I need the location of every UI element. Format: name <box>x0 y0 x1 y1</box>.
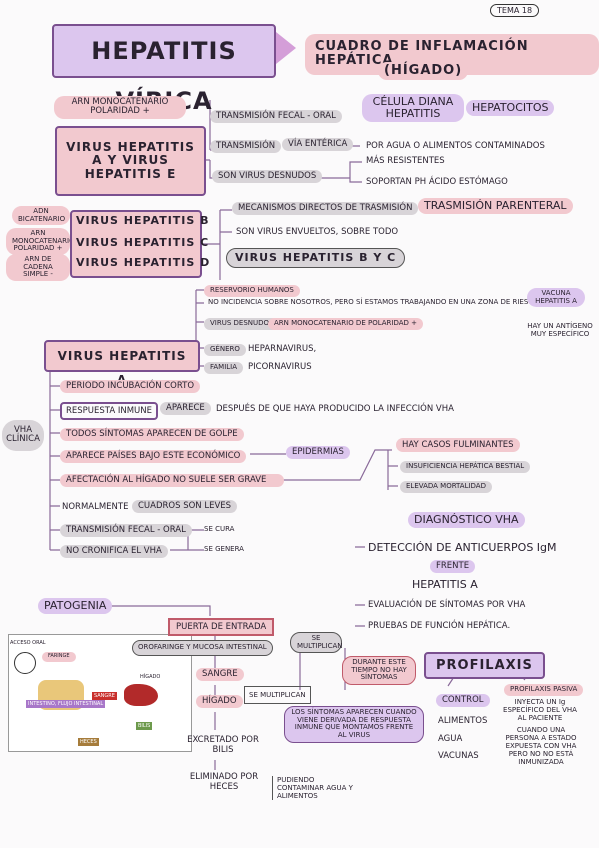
genero: GÉNERO <box>204 344 246 356</box>
inyecta: INYECTA UN Ig ESPECÍFICO DEL VHA AL PACI… <box>503 698 577 722</box>
mortalidad: ELEVADA MORTALIDAD <box>400 481 492 493</box>
se-genera: SE GENERA <box>204 545 244 553</box>
picornavirus: PICORNAVIRUS <box>248 362 312 372</box>
diag-heces: HECES <box>78 738 99 746</box>
virus-desnudos-a: VIRUS DESNUDOS <box>204 318 280 330</box>
diagnostico-vha: DIAGNÓSTICO VHA <box>408 512 525 529</box>
title-arrow <box>276 32 296 64</box>
virus-a-box: VIRUS HEPATITIS A <box>44 340 200 387</box>
aparece: APARECE <box>160 402 211 416</box>
se-cura: SE CURA <box>204 525 235 533</box>
trans-fecal-oral-2: TRANSMISIÓN FECAL - ORAL <box>60 524 192 538</box>
puerta-entrada: PUERTA DE ENTRADA <box>168 618 275 636</box>
head-outline <box>14 652 36 674</box>
arn-cadena-simple: ARN DE CADENA SIMPLE - <box>6 254 70 282</box>
virus-envueltos: SON VIRUS ENVUELTOS, SOBRE TODO <box>236 227 399 237</box>
virus-desnudos: SON VIRUS DESNUDOS <box>212 170 323 184</box>
antigeno: HAY UN ANTÍGENO MUY ESPECÍFICO <box>527 322 593 338</box>
adn-bicatenario: ADN BICATENARIO <box>12 206 70 226</box>
celula-diana: CÉLULA DIANA HEPATITIS <box>362 94 464 123</box>
sangre-step: SANGRE <box>196 668 244 682</box>
control-vacunas: VACUNAS <box>438 751 479 761</box>
fulminantes-prefix: HAY CASOS FULMINANTES <box>396 438 520 452</box>
heparnavirus: HEPARNAVIRUS, <box>248 344 317 354</box>
insuficiencia: INSUFICIENCIA HEPÁTICA BESTIAL <box>400 461 531 473</box>
diag-faringe: FARINGE <box>42 652 76 662</box>
virus-bc: VIRUS HEPATITIS B Y C <box>226 248 406 269</box>
diag-intestino: INTESTINO, FLUJO INTESTINAL <box>26 700 106 708</box>
control: CONTROL <box>436 694 490 708</box>
eliminado-heces: ELIMINADO POR HECES <box>189 772 259 792</box>
arn-mono-a: ARN MONOCATENARIO DE POLARIDAD + <box>268 318 424 330</box>
familia: FAMILIA <box>204 362 244 374</box>
pruebas: PRUEBAS DE FUNCIÓN HEPÁTICA. <box>368 621 511 631</box>
virus-ae-box: VIRUS HEPATITIS A Y VIRUS HEPATITIS E <box>55 126 206 196</box>
no-croniza: NO CRONIFICA EL VHA <box>60 545 168 559</box>
vacuna-hep-a: VACUNA HEPATITIS A <box>527 288 585 308</box>
por-agua: POR AGUA O ALIMENTOS CONTAMINADOS <box>366 141 545 151</box>
diag-acceso: ACCESO ORAL <box>10 640 46 646</box>
virus-d: VIRUS HEPATITIS D <box>76 256 211 269</box>
casos-fulminantes: HAY CASOS FULMINANTES <box>396 438 520 452</box>
arn-mono-label: ARN MONOCATENARIO POLARIDAD + <box>54 96 186 119</box>
via-enterica: VÍA ENTÉRICA <box>282 138 354 152</box>
higado-step: HÍGADO <box>196 695 243 709</box>
incidencia: NO INCIDENCIA SOBRE NOSOTROS, PERO SÍ ES… <box>208 298 540 306</box>
los-sintomas: LOS SÍNTOMAS APARECEN CUANDO VIENE DERIV… <box>284 706 424 743</box>
frente: FRENTE <box>430 560 476 574</box>
liver-shape <box>124 684 158 706</box>
evaluacion: EVALUACIÓN DE SÍNTOMAS POR VHA <box>368 600 526 610</box>
excretado-bilis: EXCRETADO POR BILIS <box>187 735 259 755</box>
prof-pasiva: PROFILAXIS PASIVA <box>504 684 584 696</box>
transmision: TRANSMISIÓN <box>210 140 282 154</box>
respuesta-inmune: RESPUESTA INMUNE <box>60 402 158 420</box>
patogenia: PATOGENIA <box>38 598 113 615</box>
durante-tiempo: DURANTE ESTE TIEMPO NO HAY SÍNTOMAS <box>342 656 416 686</box>
subtitle-higado: (HÍGADO) <box>378 62 469 81</box>
despues: DESPUÉS DE QUE HAYA PRODUCIDO LA INFECCI… <box>216 404 454 414</box>
sintomas-golpe: TODOS SÍNTOMAS APARECEN DE GOLPE <box>60 428 244 442</box>
diag-sangre: SANGRE <box>92 692 117 700</box>
normalmente: NORMALMENTE <box>62 502 129 512</box>
epidermias: EPIDERMIAS <box>286 446 350 460</box>
hepatocitos: HEPATOCITOS <box>466 100 555 117</box>
mas-resistentes: MÁS RESISTENTES <box>366 156 445 166</box>
orofaringe: OROFARINGE Y MUCOSA INTESTINAL <box>132 640 273 656</box>
profilaxis-title: PROFILAXIS <box>424 652 545 679</box>
diag-higado: HÍGADO <box>140 674 161 680</box>
cuadros-leves: CUADROS SON LEVES <box>132 500 238 514</box>
se-multiplican-2: SE MULTIPLICAN <box>244 686 311 704</box>
arn-mono-polaridad: ARN MONOCATENARIO POLARIDAD + <box>6 228 75 256</box>
trans-fecal-oral: TRANSMISIÓN FECAL - ORAL <box>210 110 342 124</box>
afectacion: AFECTACIÓN AL HÍGADO NO SUELE SER GRAVE <box>60 474 284 488</box>
incubacion: PERIODO INCUBACIÓN CORTO <box>60 380 201 394</box>
reservorio: RESERVORIO HUMANOS <box>204 285 300 297</box>
cuando-expuesta: CUANDO UNA PERSONA A ESTADO EXPUESTA CON… <box>505 726 577 766</box>
deteccion: DETECCIÓN DE ANTICUERPOS IgM <box>368 541 557 554</box>
tema-label: TEMA 18 <box>490 4 540 17</box>
virus-b: VIRUS HEPATITIS B <box>76 214 210 227</box>
paises: APARECE PAÍSES BAJO ESTE ECONÓMICO <box>60 450 247 464</box>
trans-parenteral: TRASMISIÓN PARENTERAL <box>418 198 573 215</box>
page-title: HEPATITIS VÍRICA <box>52 24 276 115</box>
control-agua: AGUA <box>438 734 463 744</box>
control-alimentos: ALIMENTOS <box>438 716 488 726</box>
virus-c: VIRUS HEPATITIS C <box>76 236 210 249</box>
virus-bcd-box <box>70 210 202 278</box>
vha-clinica: VHA CLÍNICA <box>2 420 44 451</box>
mecanismos-directos: MECANISMOS DIRECTOS DE TRASMISIÓN <box>232 202 419 216</box>
pudiendo: PUDIENDO CONTAMINAR AGUA Y ALIMENTOS <box>272 776 359 800</box>
se-multiplican-1: SE MULTIPLICAN <box>290 632 343 654</box>
diag-bilis: BILIS <box>136 722 153 730</box>
hepatitis-a-diag: HEPATITIS A <box>412 578 478 591</box>
ph-acido: SOPORTAN PH ÁCIDO ESTÓMAGO <box>366 177 508 187</box>
